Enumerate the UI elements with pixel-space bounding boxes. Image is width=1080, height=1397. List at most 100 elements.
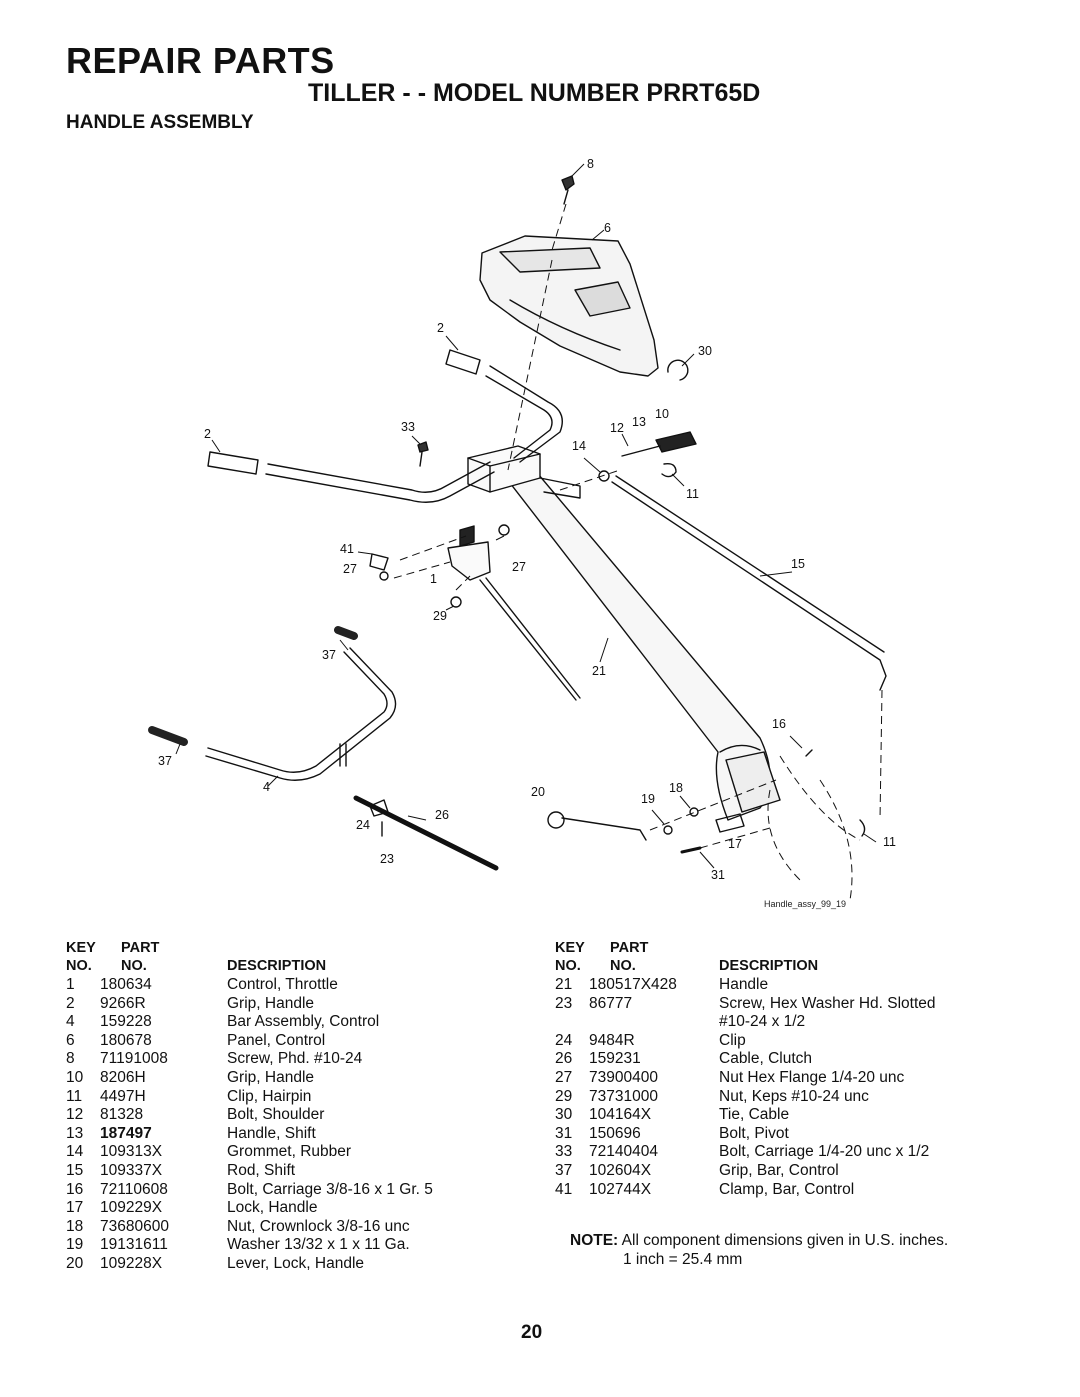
key-header-line2: NO. [555,958,581,974]
part-number: 72140404 [589,1143,658,1161]
key-number: 15 [66,1161,84,1179]
part-number: 72110608 [100,1180,168,1198]
part-description: Washer 13/32 x 1 x 11 Ga. [227,1236,410,1254]
part-description: Bolt, Carriage 3/8-16 x 1 Gr. 5 [227,1180,433,1198]
note-line1: All component dimensions given in U.S. i… [621,1232,949,1249]
part-number: 73900400 [589,1068,658,1086]
key-number: 6 [66,1031,75,1049]
key-number: 23 [555,994,573,1012]
key-header-line2: NO. [66,958,92,974]
exploded-view-drawing: 8 6 2 30 2 33 12 13 10 14 11 41 27 1 27 … [148,157,896,909]
callout-label: 2 [437,321,444,335]
callout-label: 27 [343,562,357,576]
callout-label: 30 [698,344,712,358]
key-number: 24 [555,1031,573,1049]
key-number: 19 [66,1236,84,1254]
callout-label: 24 [356,818,370,832]
key-header-line1: KEY [66,940,96,956]
figure-id: Handle_assy_99_19 [764,899,846,909]
callout-label: 11 [686,487,699,501]
part-number: 102744X [589,1180,652,1198]
key-number: 11 [66,1087,83,1105]
callout-label: 37 [322,648,336,662]
callout-label: 41 [340,542,354,556]
part-header-line2: NO. [610,958,636,974]
page-number: 20 [521,1322,543,1343]
callout-label: 31 [711,868,725,882]
part-description: Grip, Handle [227,994,315,1012]
part-description: Bolt, Pivot [719,1124,789,1142]
part-description: Bar Assembly, Control [227,1013,380,1031]
key-number: 16 [66,1180,84,1198]
part-header-line1: PART [121,940,160,956]
part-description: Grip, Bar, Control [719,1161,839,1179]
key-number: 17 [66,1199,84,1217]
part-description: Rod, Shift [227,1161,296,1179]
page-title: REPAIR PARTS [66,40,335,81]
part-number: 86777 [589,994,633,1012]
part-number: 159228 [100,1013,152,1031]
part-description: Screw, Hex Washer Hd. Slotted [719,994,936,1012]
part-description: Bolt, Carriage 1/4-20 unc x 1/2 [719,1143,930,1161]
part-number: 109228X [100,1254,163,1272]
key-number: 18 [66,1217,84,1235]
part-description: Clip [719,1031,746,1049]
callout-label: 11 [883,835,896,849]
callout-label: 18 [669,781,683,795]
callout-label: 21 [592,664,606,678]
part-description: Nut, Keps #10-24 unc [719,1087,869,1105]
key-number: 33 [555,1143,573,1161]
part-number: 4497H [100,1087,146,1105]
callout-label: 10 [655,407,669,421]
key-number: 12 [66,1106,84,1124]
part-description-continued: #10-24 x 1/2 [719,1013,806,1031]
part-description: Bolt, Shoulder [227,1106,325,1124]
description-header: DESCRIPTION [719,958,819,974]
key-number: 14 [66,1143,84,1161]
key-number: 8 [66,1050,75,1068]
key-number: 10 [66,1068,84,1086]
part-number: 8206H [100,1068,146,1086]
callout-label: 6 [604,221,611,235]
callout-label: 23 [380,852,394,866]
key-number: 13 [66,1124,84,1142]
part-description: Clip, Hairpin [227,1087,312,1105]
callout-label: 33 [401,420,415,434]
part-description: Panel, Control [227,1031,326,1049]
key-number: 30 [555,1106,573,1124]
description-header: DESCRIPTION [227,958,327,974]
note-label: NOTE: [570,1232,619,1249]
part-number: 109229X [100,1199,163,1217]
part-description: Control, Throttle [227,976,338,993]
key-number: 4 [66,1013,75,1031]
part-number: 109337X [100,1161,163,1179]
part-number: 73731000 [589,1087,658,1105]
key-number: 2 [66,994,75,1012]
callout-labels: 8 6 2 30 2 33 12 13 10 14 11 41 27 1 27 … [158,157,896,909]
part-number: 180678 [100,1031,152,1049]
callout-label: 37 [158,754,172,768]
part-number: 19131611 [100,1236,168,1254]
callout-label: 16 [772,717,786,731]
callout-label: 14 [572,439,586,453]
note-line2: 1 inch = 25.4 mm [623,1251,743,1268]
part-number: 73680600 [100,1217,169,1235]
key-number: 1 [66,976,75,993]
part-description: Screw, Phd. #10-24 [227,1050,363,1068]
callout-label: 26 [435,808,449,822]
part-number: 180634 [100,976,152,993]
part-description: Grip, Handle [227,1068,315,1086]
note: NOTE: All component dimensions given in … [570,1231,948,1269]
callout-label: 15 [791,557,805,571]
callout-label: 8 [587,157,594,171]
part-description: Tie, Cable [719,1106,790,1124]
part-description: Nut, Crownlock 3/8-16 unc [227,1217,410,1235]
callout-label: 4 [263,780,270,794]
key-number: 21 [555,976,573,993]
part-number: 104164X [589,1106,652,1124]
key-number: 31 [555,1124,573,1142]
part-header-line1: PART [610,940,649,956]
key-number: 27 [555,1068,573,1086]
part-header-line2: NO. [121,958,147,974]
handle-assembly-diagram: 8 6 2 30 2 33 12 13 10 14 11 41 27 1 27 … [0,140,1080,920]
